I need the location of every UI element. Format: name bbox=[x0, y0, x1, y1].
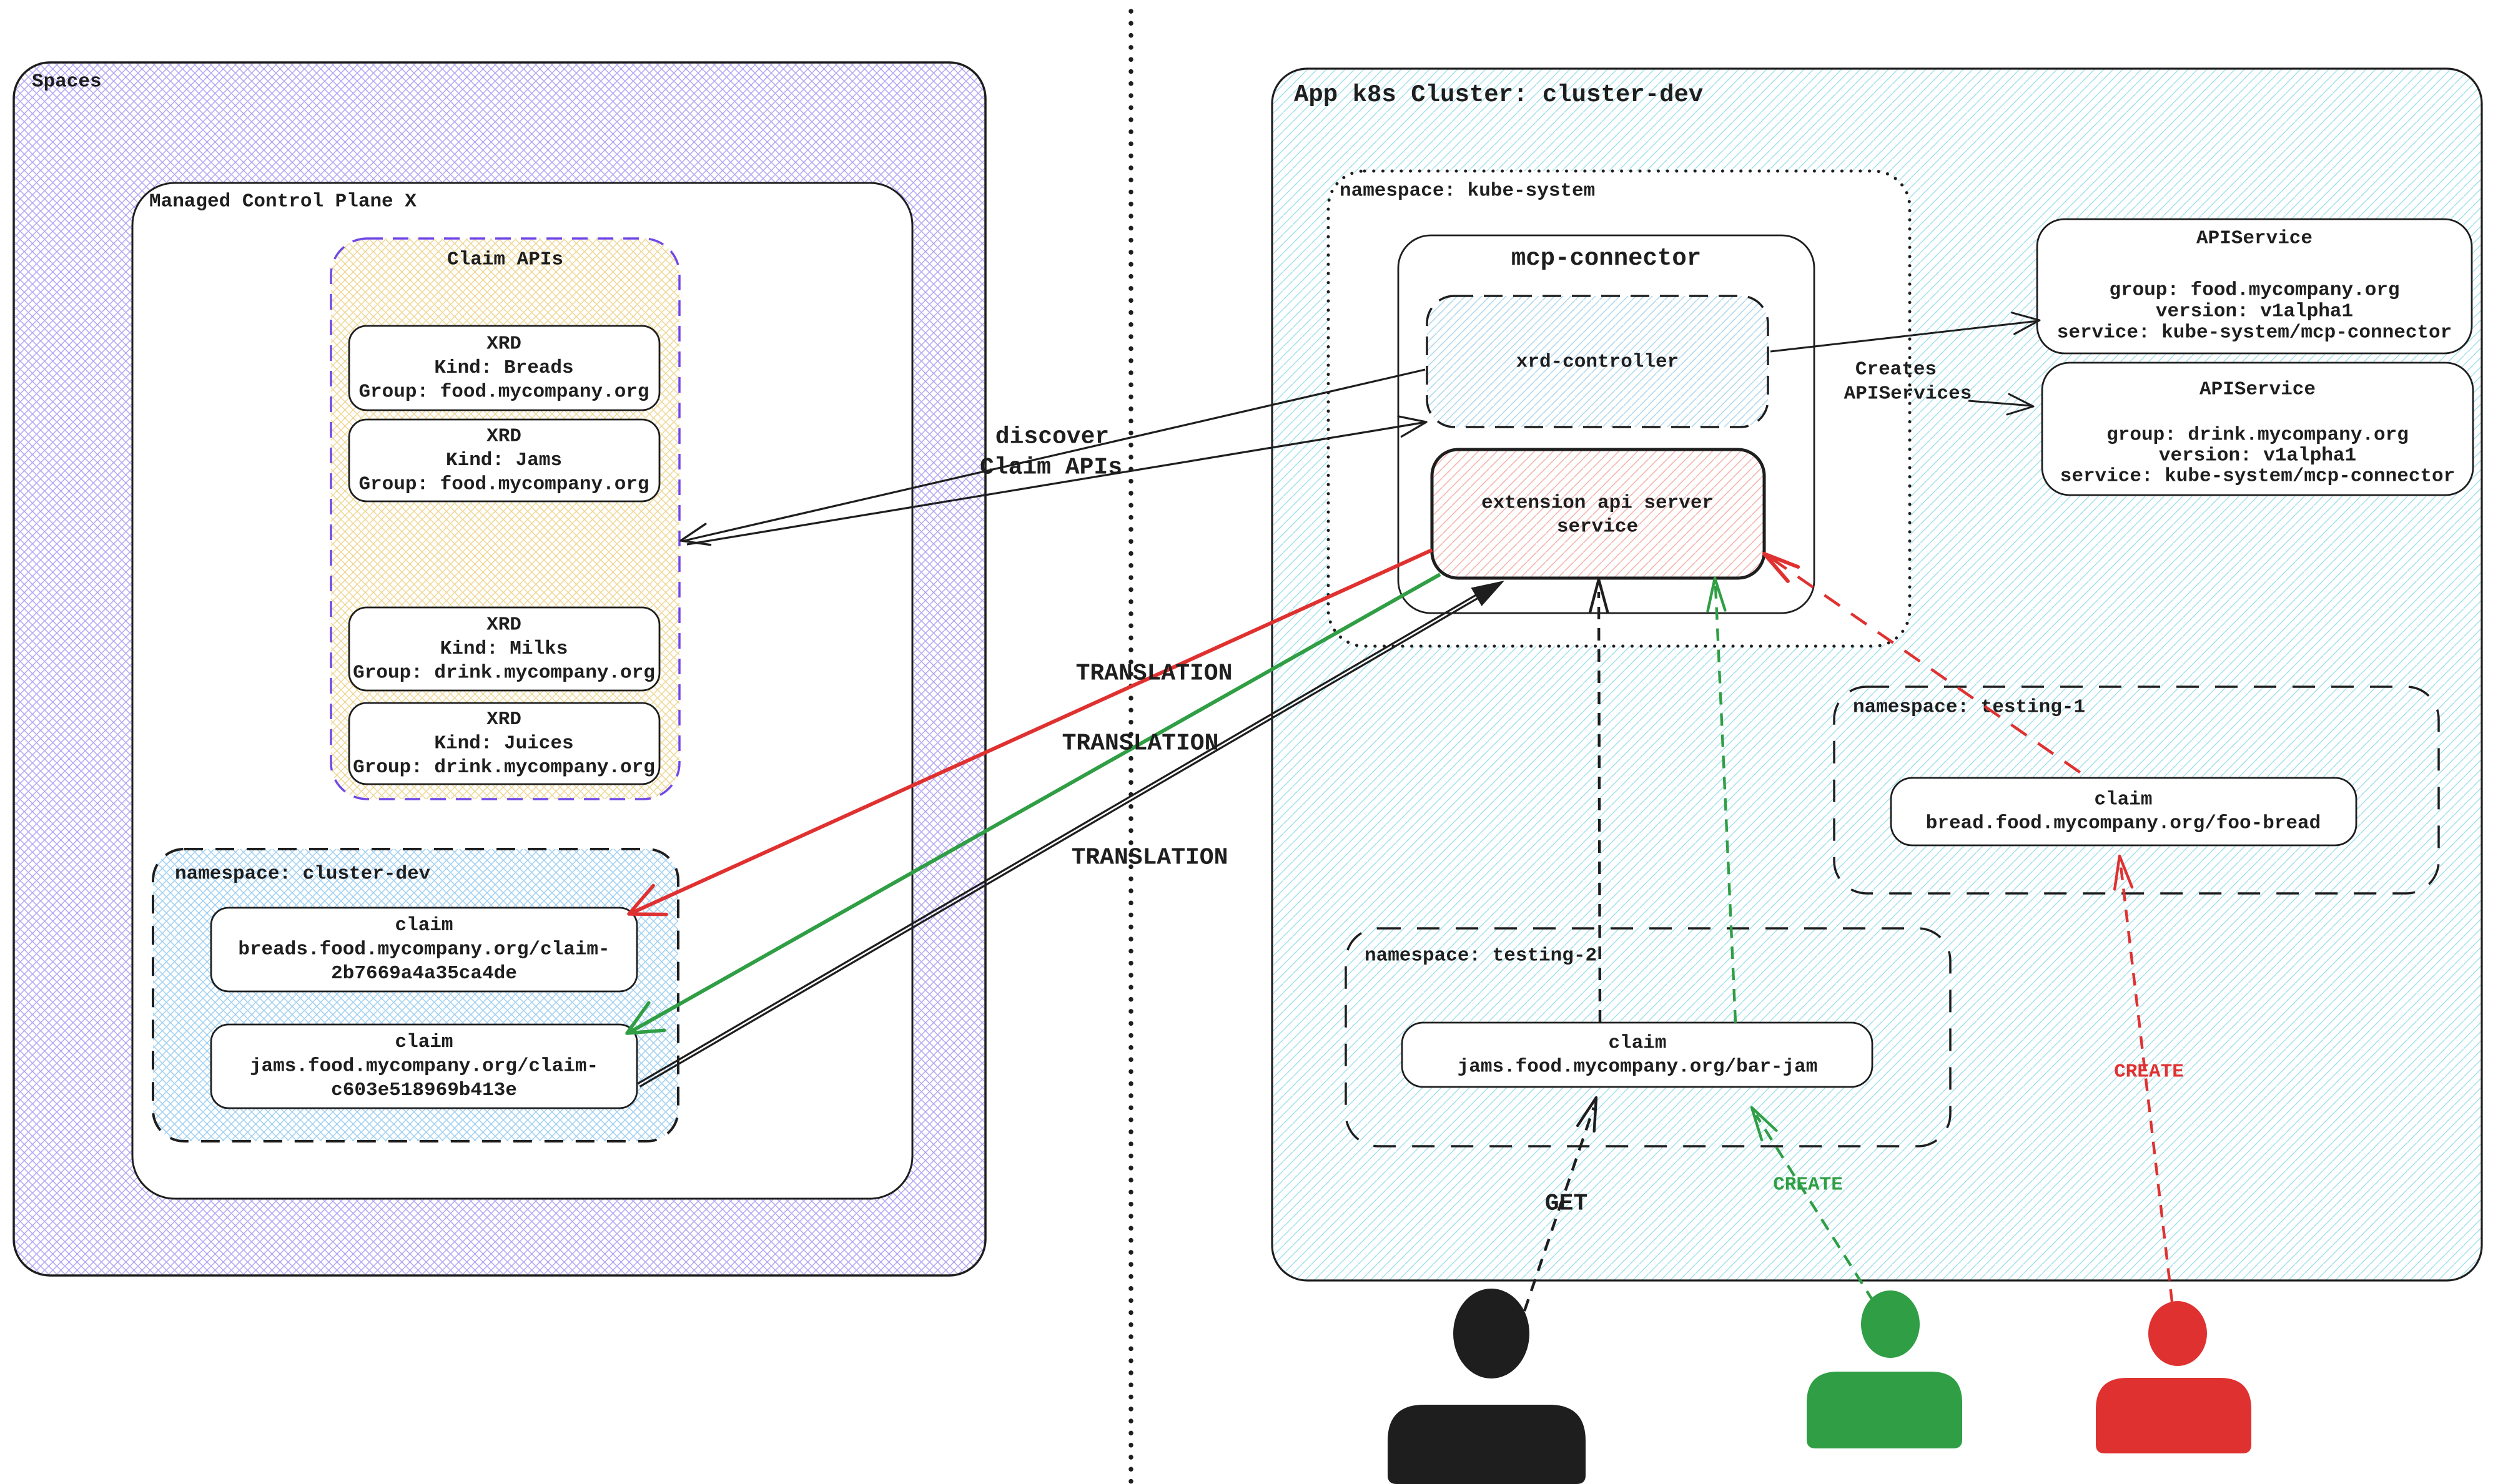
svg-text:claim: claim bbox=[395, 915, 453, 936]
svg-text:namespace: kube-system: namespace: kube-system bbox=[1340, 180, 1595, 202]
svg-text:APIServices: APIServices bbox=[1844, 383, 1972, 405]
svg-text:TRANSLATION: TRANSLATION bbox=[1072, 845, 1228, 872]
svg-text:XRD: XRD bbox=[486, 426, 521, 448]
svg-text:CREATE: CREATE bbox=[1773, 1174, 1843, 1196]
svg-text:Claim APIs: Claim APIs bbox=[447, 249, 563, 271]
svg-text:jams.food.mycompany.org/claim-: jams.food.mycompany.org/claim- bbox=[250, 1056, 598, 1078]
svg-text:service: kube-system/mcp-conne: service: kube-system/mcp-connector bbox=[2057, 322, 2452, 344]
svg-text:Group: drink.mycompany.org: Group: drink.mycompany.org bbox=[353, 757, 655, 779]
svg-text:namespace: testing-2: namespace: testing-2 bbox=[1365, 945, 1597, 967]
svg-text:TRANSLATION: TRANSLATION bbox=[1062, 730, 1219, 757]
svg-text:XRD: XRD bbox=[486, 614, 521, 636]
svg-text:jams.food.mycompany.org/bar-ja: jams.food.mycompany.org/bar-jam bbox=[1458, 1056, 1818, 1078]
svg-text:group: drink.mycompany.org: group: drink.mycompany.org bbox=[2106, 425, 2409, 446]
svg-text:Group: food.mycompany.org: Group: food.mycompany.org bbox=[358, 381, 649, 403]
svg-text:Managed Control Plane X: Managed Control Plane X bbox=[149, 191, 417, 213]
svg-text:service: service bbox=[1557, 516, 1638, 538]
svg-text:namespace: cluster-dev: namespace: cluster-dev bbox=[175, 863, 431, 885]
svg-text:discover: discover bbox=[995, 424, 1109, 451]
svg-text:claim: claim bbox=[1608, 1033, 1666, 1054]
svg-text:extension api server: extension api server bbox=[1481, 493, 1714, 514]
svg-text:App k8s Cluster: cluster-dev: App k8s Cluster: cluster-dev bbox=[1294, 81, 1703, 109]
svg-text:TRANSLATION: TRANSLATION bbox=[1076, 661, 1233, 687]
svg-text:xrd-controller: xrd-controller bbox=[1516, 351, 1679, 373]
svg-text:Spaces: Spaces bbox=[32, 71, 102, 93]
svg-text:breads.food.mycompany.org/clai: breads.food.mycompany.org/claim- bbox=[238, 939, 610, 961]
svg-text:mcp-connector: mcp-connector bbox=[1511, 245, 1701, 272]
svg-text:Creates: Creates bbox=[1855, 359, 1937, 381]
svg-text:Kind: Juices: Kind: Juices bbox=[434, 733, 573, 755]
svg-text:Kind: Breads: Kind: Breads bbox=[434, 357, 573, 379]
svg-text:Kind: Jams: Kind: Jams bbox=[446, 450, 562, 471]
svg-text:Claim APIs: Claim APIs bbox=[980, 455, 1122, 481]
svg-text:claim: claim bbox=[2094, 789, 2152, 811]
svg-text:APIService: APIService bbox=[2199, 379, 2316, 401]
svg-text:APIService: APIService bbox=[2196, 228, 2313, 250]
svg-text:XRD: XRD bbox=[486, 709, 521, 730]
svg-text:Kind: Milks: Kind: Milks bbox=[440, 638, 568, 660]
svg-text:group: food.mycompany.org: group: food.mycompany.org bbox=[2109, 280, 2399, 302]
svg-text:CREATE: CREATE bbox=[2114, 1061, 2184, 1083]
svg-text:claim: claim bbox=[395, 1031, 453, 1053]
svg-text:bread.food.mycompany.org/foo-b: bread.food.mycompany.org/foo-bread bbox=[1926, 813, 2321, 835]
svg-text:Group: drink.mycompany.org: Group: drink.mycompany.org bbox=[353, 662, 655, 684]
svg-text:GET: GET bbox=[1545, 1191, 1587, 1217]
svg-text:XRD: XRD bbox=[486, 333, 521, 355]
svg-text:2b7669a4a35ca4de: 2b7669a4a35ca4de bbox=[331, 963, 517, 985]
svg-text:version: v1alpha1: version: v1alpha1 bbox=[2159, 445, 2356, 467]
svg-text:c603e518969b413e: c603e518969b413e bbox=[331, 1079, 517, 1101]
svg-text:Group: food.mycompany.org: Group: food.mycompany.org bbox=[358, 474, 649, 496]
svg-text:version: v1alpha1: version: v1alpha1 bbox=[2156, 301, 2353, 323]
svg-text:namespace: testing-1: namespace: testing-1 bbox=[1853, 697, 2085, 719]
svg-text:service: kube-system/mcp-conne: service: kube-system/mcp-connector bbox=[2060, 466, 2456, 488]
